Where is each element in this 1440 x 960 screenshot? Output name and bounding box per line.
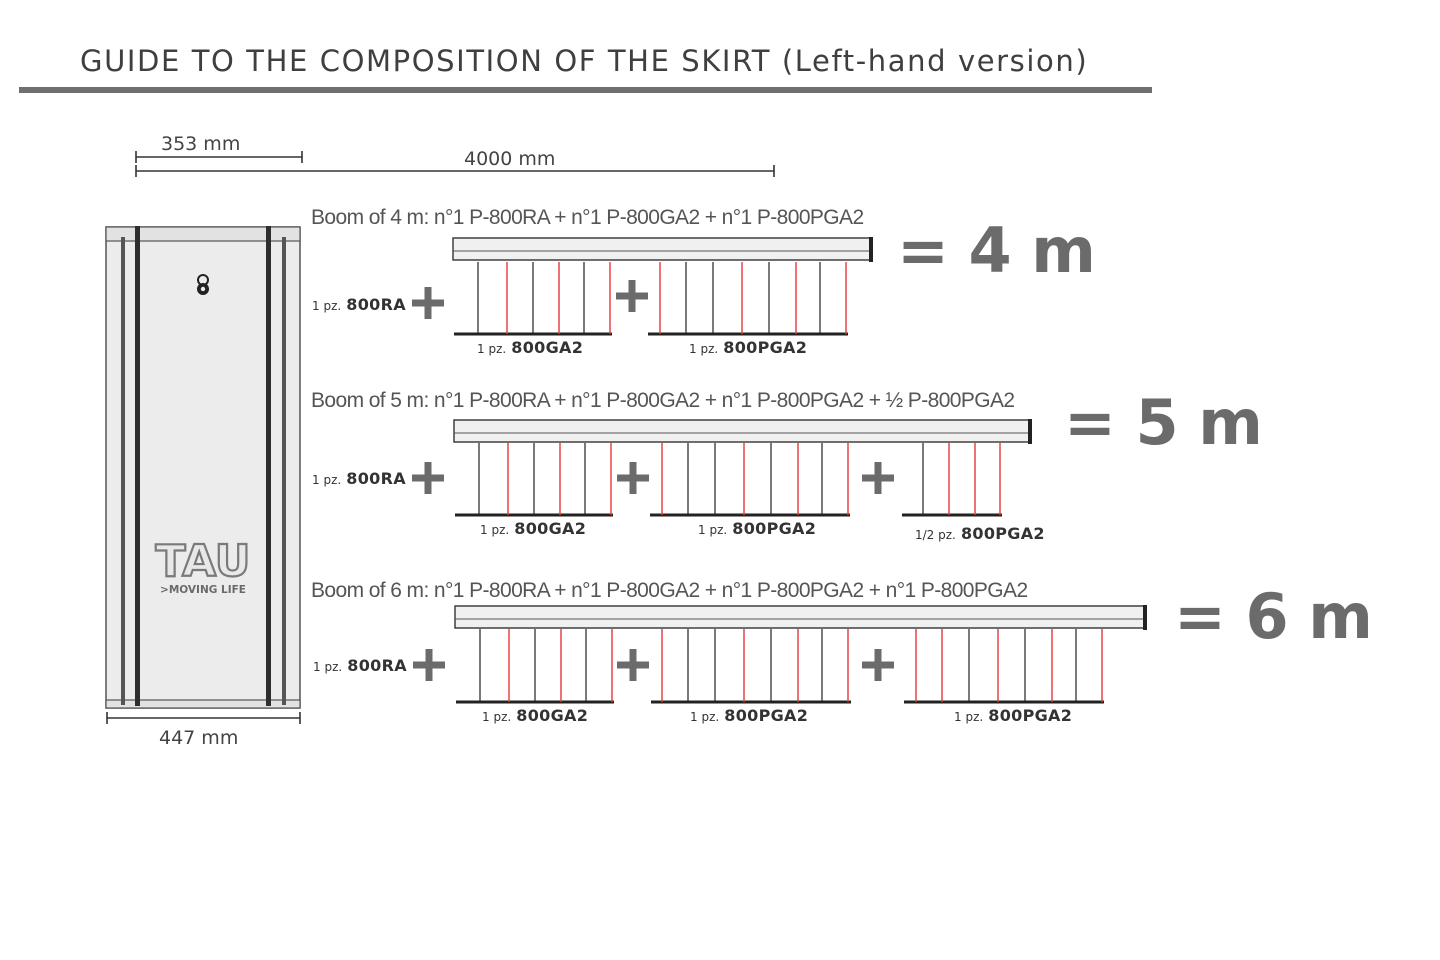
svg-text:TAU: TAU bbox=[155, 536, 250, 587]
result-4m: = 4 m bbox=[897, 214, 1096, 287]
boom-6m bbox=[454, 605, 1147, 630]
tau-logo-icon: TAU >MOVING LIFE bbox=[154, 535, 251, 596]
piece-label-800pga2: 1 pz. 800PGA2 bbox=[690, 706, 809, 725]
skirt-module-800pga2 bbox=[648, 262, 848, 336]
piece-label-800pga2: 1 pz. 800PGA2 bbox=[698, 519, 817, 538]
skirt-module-800ga2 bbox=[455, 443, 613, 517]
piece-label-800ra: 1 pz. 800RA bbox=[312, 295, 406, 314]
plus-sign-icon bbox=[412, 287, 444, 319]
skirt-modules bbox=[454, 262, 1104, 704]
plus-signs bbox=[412, 280, 894, 681]
formula-5m: Boom of 5 m: n°1 P-800RA + n°1 P-800GA2 … bbox=[311, 389, 1015, 412]
dimension-label-4000: 4000 mm bbox=[464, 148, 556, 170]
piece-label-half-800pga2: 1/2 pz. 800PGA2 bbox=[915, 524, 1045, 543]
barrier-cabinet: TAU >MOVING LIFE bbox=[105, 226, 301, 709]
skirt-module-800pga2 bbox=[904, 629, 1104, 704]
dimension-label-353: 353 mm bbox=[161, 133, 241, 155]
piece-label-800ga2: 1 pz. 800GA2 bbox=[477, 338, 584, 357]
dimension-353 bbox=[135, 151, 303, 163]
piece-label-800pga2: 1 pz. 800PGA2 bbox=[689, 338, 808, 357]
piece-label-800ra: 1 pz. 800RA bbox=[312, 469, 406, 488]
skirt-module-800pga2 bbox=[650, 443, 850, 517]
dimension-label-447: 447 mm bbox=[159, 727, 239, 749]
plus-sign-icon bbox=[617, 462, 649, 494]
skirt-module-800ga2 bbox=[456, 629, 614, 704]
plus-sign-icon bbox=[413, 649, 445, 681]
plus-sign-icon bbox=[862, 462, 894, 494]
skirt-module-800pga2 bbox=[651, 629, 851, 704]
formula-4m: Boom of 4 m: n°1 P-800RA + n°1 P-800GA2 … bbox=[311, 206, 864, 229]
result-6m: = 6 m bbox=[1174, 580, 1373, 653]
svg-text:>MOVING LIFE: >MOVING LIFE bbox=[160, 584, 246, 596]
skirt-module-800ga2 bbox=[454, 262, 612, 336]
dimension-447 bbox=[106, 712, 301, 724]
plus-sign-icon bbox=[862, 649, 894, 681]
piece-label-800ra: 1 pz. 800RA bbox=[313, 656, 407, 675]
boom-4m bbox=[452, 237, 873, 262]
plus-sign-icon bbox=[616, 280, 648, 312]
title-rule bbox=[19, 87, 1152, 93]
piece-label-800pga2: 1 pz. 800PGA2 bbox=[954, 706, 1073, 725]
result-5m: = 5 m bbox=[1064, 386, 1263, 459]
piece-label-800ga2: 1 pz. 800GA2 bbox=[482, 706, 589, 725]
skirt-module-half-800pga2 bbox=[902, 443, 1002, 517]
plus-sign-icon bbox=[412, 462, 444, 494]
piece-label-800ga2: 1 pz. 800GA2 bbox=[480, 519, 587, 538]
dimension-4000 bbox=[135, 165, 775, 177]
plus-sign-icon bbox=[617, 649, 649, 681]
boom-5m bbox=[453, 419, 1032, 444]
formula-6m: Boom of 6 m: n°1 P-800RA + n°1 P-800GA2 … bbox=[311, 579, 1028, 602]
lock-icon bbox=[197, 274, 209, 295]
page-title: GUIDE TO THE COMPOSITION OF THE SKIRT (L… bbox=[80, 44, 1089, 78]
